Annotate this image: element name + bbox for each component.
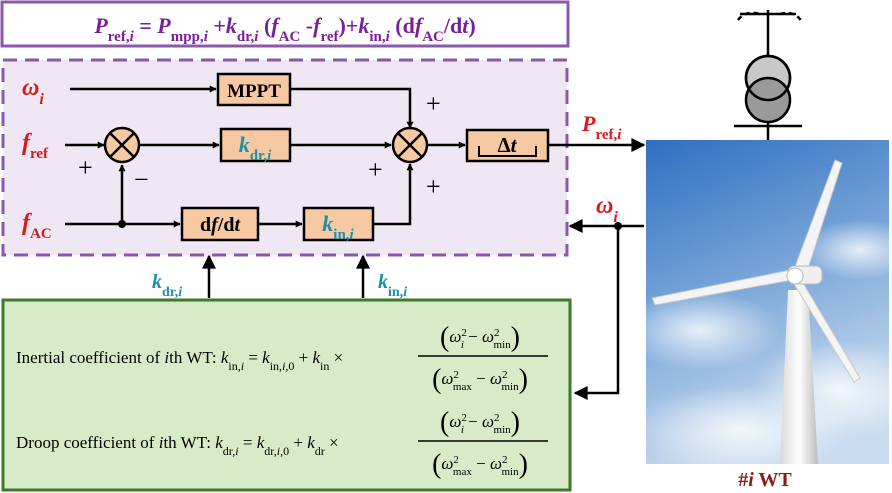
sign-minus-fac: − — [134, 165, 149, 194]
svg-text:MPPT: MPPT — [227, 81, 281, 102]
dfdt-block: df/dt — [180, 206, 260, 242]
delay-block: Δt — [465, 128, 550, 163]
fac-input-label: fAC — [22, 210, 52, 242]
droop-equation: Droop coefficient of ith WT: kdr,i = kdr… — [16, 433, 339, 458]
omega-feedback-label: ωi — [596, 193, 618, 226]
transformer-icon — [734, 10, 804, 140]
kin-gain-block: kin,i — [302, 206, 375, 243]
kdr-gain-block: kdr,i — [219, 127, 292, 164]
top-formula: Pref,i = Pmpp,i +kdr,i (fAC -fref)+kin,i… — [93, 13, 475, 45]
summing-junction-1 — [103, 126, 141, 164]
kdr-coefficient-label: kdr,i — [152, 271, 182, 300]
branch-dot — [614, 222, 622, 230]
summing-junction-2 — [391, 126, 429, 164]
sign-plus-mppt: + — [426, 89, 441, 118]
fref-input-label: fref — [22, 130, 49, 162]
svg-text:kin,i: kin,i — [322, 211, 354, 243]
omega-input-label: ωi — [22, 75, 44, 108]
svg-text:Δt: Δt — [497, 133, 517, 157]
signal-lines — [65, 85, 646, 400]
sign-plus-kdr: + — [368, 155, 383, 184]
top-formula-box: Pref,i = Pmpp,i +kdr,i (fAC -fref)+kin,i… — [0, 0, 570, 48]
turbine-caption: #i WT — [738, 469, 792, 491]
inertial-equation: Inertial coefficient of ith WT: kin,i = … — [16, 348, 343, 373]
wind-turbine-photo — [620, 140, 892, 475]
sign-plus-fref: + — [78, 153, 93, 182]
branch-dot — [118, 220, 126, 228]
coefficient-equations-box: Inertial coefficient of ith WT: kin,i = … — [1, 298, 572, 492]
svg-text:kdr,i: kdr,i — [239, 132, 272, 164]
sign-plus-kin: + — [426, 172, 441, 201]
pref-output-label: Pref,i — [581, 111, 622, 143]
mppt-block: MPPT — [216, 72, 292, 107]
kin-coefficient-label: kin,i — [378, 271, 407, 300]
svg-text:df/dt: df/dt — [200, 214, 241, 236]
